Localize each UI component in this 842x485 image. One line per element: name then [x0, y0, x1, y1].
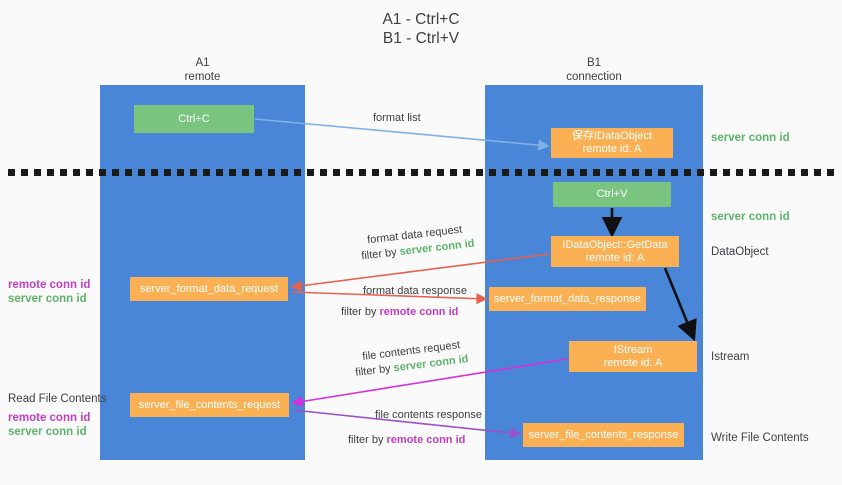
title-line-1: A1 - Ctrl+C [382, 11, 460, 28]
node-server-format-data-request[interactable]: server_format_data_request [130, 277, 288, 301]
filter-key-remote-conn-id: remote conn id [386, 434, 466, 446]
node-server-file-contents-response[interactable]: server_file_contents_response [523, 423, 684, 447]
node-idataobject[interactable]: 保存IDataObject remote id: A [551, 128, 673, 158]
node-idataobject-line2: remote id: A [582, 143, 642, 155]
column-a1-sub: remote [184, 70, 221, 83]
caption-file-contents-response-filter: filter by remote conn id [348, 433, 465, 447]
filter-prefix: filter by [354, 362, 395, 379]
node-server-format-data-request-label: server_format_data_request [139, 282, 279, 295]
title-line-2: B1 - Ctrl+V [382, 30, 460, 47]
caption-file-contents-response: file contents response [375, 409, 483, 421]
node-istream[interactable]: IStream remote id: A [569, 341, 697, 372]
column-header-b1: B1 connection [485, 57, 703, 84]
node-idataobject-getdata[interactable]: IDataObject::GetData remote id: A [551, 236, 679, 267]
node-ctrl-c-label: Ctrl+C [178, 112, 210, 125]
node-ctrl-v-label: Ctrl+V [596, 188, 628, 200]
node-ctrl-c[interactable]: Ctrl+C [134, 105, 254, 133]
caption-format-list: format list [373, 112, 421, 124]
label-remote-conn-id: remote conn id [8, 279, 91, 291]
label-dataobject: DataObject [711, 246, 769, 258]
time-divider [8, 169, 836, 176]
filter-key-remote-conn-id: remote conn id [379, 306, 459, 318]
node-server-file-contents-request-label: server_file_contents_request [138, 398, 281, 411]
label-server-conn-id: server conn id [8, 293, 87, 305]
node-istream-line2: remote id: A [603, 356, 663, 369]
column-b1-sub: connection [566, 70, 622, 83]
node-istream-line1: IStream [613, 343, 653, 356]
filter-prefix: filter by [348, 434, 387, 446]
caption-format-data-response-filter: filter by remote conn id [341, 305, 458, 319]
node-getdata-line1: IDataObject::GetData [562, 238, 668, 251]
column-header-a1: A1 remote [100, 57, 305, 84]
filter-prefix: filter by [360, 246, 401, 263]
node-ctrl-v[interactable]: Ctrl+V [553, 182, 671, 207]
label-conn-ids-top: remote conn id server conn id [8, 278, 90, 306]
node-server-file-contents-response-label: server_file_contents_response [528, 428, 679, 441]
filter-prefix: filter by [341, 306, 380, 318]
label-istream: Istream [711, 351, 750, 363]
label-server-conn-id-top: server conn id [711, 132, 790, 144]
column-b1-name: B1 [586, 57, 602, 69]
node-server-format-data-response-label: server_format_data_response [494, 292, 641, 305]
label-server-conn-id: server conn id [8, 426, 87, 438]
node-server-format-data-response[interactable]: server_format_data_response [489, 287, 646, 311]
page-title: A1 - Ctrl+C B1 - Ctrl+V [0, 10, 842, 48]
label-conn-ids-bottom: remote conn id server conn id [8, 411, 90, 439]
label-read-file-contents: Read File Contents [8, 393, 107, 405]
label-server-conn-id-mid: server conn id [711, 211, 790, 223]
node-idataobject-line1: 保存IDataObject [571, 130, 653, 142]
column-a1-name: A1 [195, 57, 210, 69]
node-getdata-line2: remote id: A [585, 251, 645, 264]
label-remote-conn-id: remote conn id [8, 412, 91, 424]
node-server-file-contents-request[interactable]: server_file_contents_request [130, 393, 289, 417]
label-write-file-contents: Write File Contents [711, 432, 809, 444]
caption-format-data-response: format data response [363, 285, 467, 297]
